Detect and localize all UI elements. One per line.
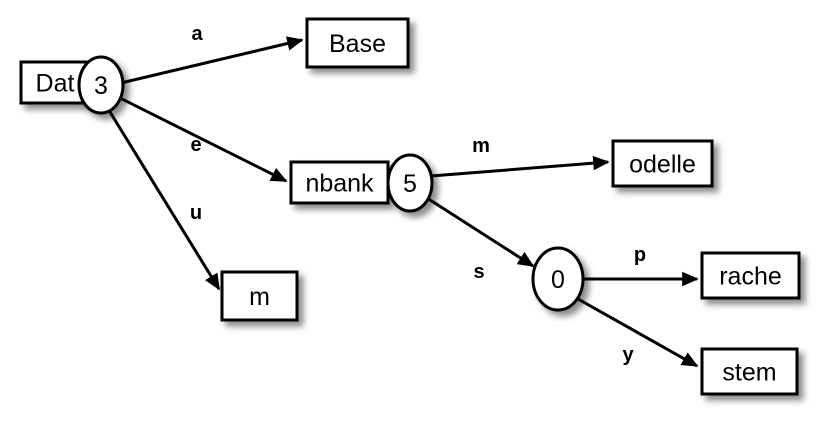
- node-shape-rect-base[interactable]: [305, 17, 410, 69]
- node-label-zero: 0: [551, 266, 565, 294]
- edge-label-y-e-y: y: [622, 344, 634, 366]
- node-zero[interactable]: 0: [531, 246, 585, 312]
- node-shape-ellipse-dat3[interactable]: [77, 55, 125, 115]
- node-m[interactable]: m: [220, 270, 299, 322]
- node-base[interactable]: Base: [305, 17, 410, 69]
- node-odelle[interactable]: odelle: [611, 139, 714, 188]
- node-shape-rect-stem[interactable]: [700, 347, 799, 396]
- node-shape-ellipse-zero[interactable]: [531, 246, 585, 312]
- edge-label-e-e-e: e: [190, 134, 201, 156]
- node-label-dat: Dat: [36, 70, 75, 98]
- node-label-stem: stem: [722, 359, 776, 387]
- node-label-odelle: odelle: [629, 151, 696, 179]
- edge-dat3-to-m: [108, 111, 221, 291]
- edge-label-a-e-a: a: [191, 23, 203, 45]
- edge-label-p-e-p: p: [634, 244, 646, 266]
- node-nbank[interactable]: nbank: [289, 160, 390, 205]
- edges-layer: [108, 36, 699, 368]
- node-shape-rect-odelle[interactable]: [611, 139, 714, 188]
- edge-label-s-e-s: s: [473, 261, 484, 283]
- edge-label-m-e-m: m: [472, 135, 490, 157]
- node-rache[interactable]: rache: [700, 251, 801, 300]
- edge-label-u-e-u: u: [190, 202, 202, 224]
- node-shape-rect-m[interactable]: [220, 270, 299, 322]
- node-label-rache: rache: [719, 263, 782, 291]
- edge-nbank5-to-zero: [426, 196, 535, 268]
- nodes-layer: Dat 3 Base nbank 5 m odelle 0 rache stem: [19, 17, 801, 396]
- node-dat[interactable]: Dat: [19, 60, 91, 105]
- node-nbank5[interactable]: 5: [386, 153, 434, 213]
- edge-nbank5-to-odelle: [430, 155, 610, 178]
- edge-zero-to-stem: [577, 297, 699, 368]
- node-label-nbank: nbank: [305, 170, 374, 198]
- node-shape-ellipse-nbank5[interactable]: [386, 153, 434, 213]
- edge-labels-layer: a e u m s p y: [190, 23, 646, 366]
- node-label-m: m: [249, 283, 270, 311]
- node-label-dat3: 3: [94, 72, 108, 100]
- edge-dat3-to-base: [120, 36, 304, 85]
- node-stem[interactable]: stem: [700, 347, 799, 396]
- node-dat3[interactable]: 3: [77, 55, 125, 115]
- node-label-base: Base: [329, 30, 386, 58]
- node-label-nbank5: 5: [403, 170, 417, 198]
- edge-dat3-to-nbank: [121, 97, 288, 183]
- node-shape-rect-rache[interactable]: [700, 251, 801, 300]
